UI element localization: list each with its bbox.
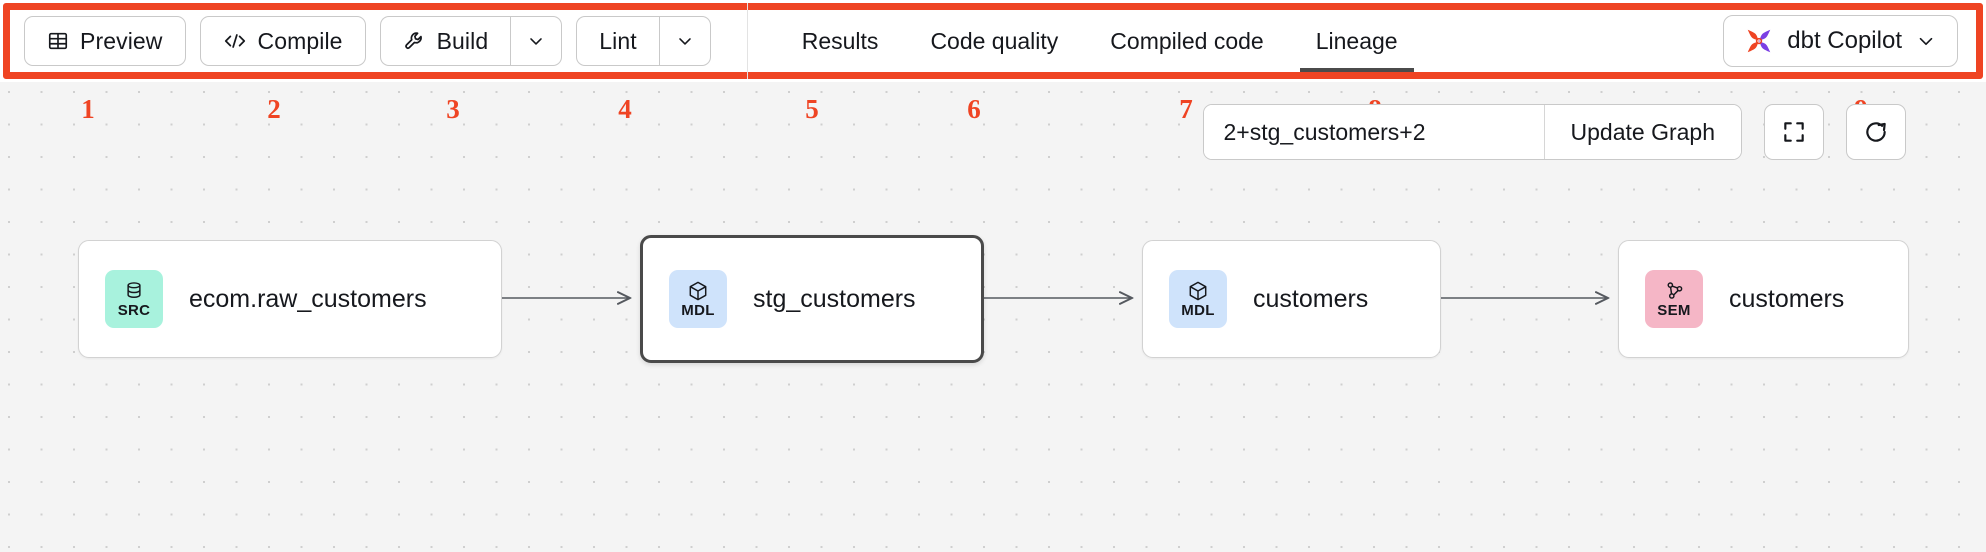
compile-button-label: Compile (257, 27, 343, 54)
refresh-graph-button[interactable] (1846, 104, 1906, 160)
lineage-node-customers-semantic-label: customers (1729, 284, 1845, 313)
toolbar-divider (746, 3, 748, 79)
annotation-number-4: 4 (618, 94, 632, 124)
lineage-node-customers-model[interactable]: MDL customers (1142, 240, 1441, 358)
chevron-down-icon (675, 31, 695, 51)
tab-code-quality-label: Code quality (930, 27, 1059, 54)
lint-dropdown-toggle[interactable] (658, 16, 711, 66)
badge-src-label: SRC (117, 302, 151, 319)
graph-controls: Update Graph (1202, 104, 1906, 160)
annotation-number-7: 7 (1179, 94, 1193, 124)
tab-results[interactable]: Results (776, 10, 905, 72)
compile-button[interactable]: Compile (199, 16, 366, 66)
badge-mdl: MDL (1169, 270, 1227, 328)
lineage-node-customers-model-label: customers (1253, 284, 1369, 313)
fit-view-button[interactable] (1764, 104, 1824, 160)
build-button-label: Build (436, 27, 489, 54)
lineage-node-stg-customers-label: stg_customers (753, 284, 916, 313)
code-brackets-icon (223, 31, 247, 51)
tab-results-label: Results (801, 27, 879, 54)
badge-mdl-label: MDL (1181, 302, 1215, 319)
lineage-node-raw-customers-label: ecom.raw_customers (189, 284, 427, 313)
annotation-number-6: 6 (967, 94, 981, 124)
badge-sem: SEM (1645, 270, 1703, 328)
tab-code-quality[interactable]: Code quality (904, 10, 1084, 72)
database-icon (123, 280, 145, 302)
chevron-down-icon (526, 31, 546, 51)
annotation-number-5: 5 (805, 94, 819, 124)
node-selector-group: Update Graph (1202, 104, 1742, 160)
table-icon (47, 30, 69, 52)
build-dropdown-toggle[interactable] (510, 16, 563, 66)
cube-icon (1187, 280, 1209, 302)
copilot-area: dbt Copilot (1723, 10, 1976, 72)
build-button[interactable]: Build (379, 16, 511, 66)
preview-button-label: Preview (80, 27, 163, 54)
chevron-down-icon (1915, 30, 1937, 52)
refresh-icon (1863, 119, 1889, 145)
dbt-copilot-label: dbt Copilot (1787, 27, 1902, 54)
annotation-number-1: 1 (81, 94, 95, 124)
tab-lineage-label: Lineage (1315, 27, 1398, 54)
badge-sem-label: SEM (1657, 302, 1691, 319)
tab-lineage[interactable]: Lineage (1290, 10, 1424, 72)
node-selector-input[interactable] (1203, 105, 1544, 159)
lineage-node-customers-semantic[interactable]: SEM customers (1618, 240, 1909, 358)
tab-compiled-code[interactable]: Compiled code (1084, 10, 1289, 72)
fullscreen-icon (1781, 119, 1807, 145)
toolbar-highlight-annotation: Preview Compile (3, 3, 1983, 79)
badge-src: SRC (105, 270, 163, 328)
preview-button[interactable]: Preview (24, 16, 186, 66)
update-graph-button[interactable]: Update Graph (1543, 105, 1741, 159)
lineage-canvas[interactable]: 1 2 3 4 5 6 7 8 9 Update Graph (0, 82, 1986, 552)
lint-split-button: Lint (576, 16, 711, 66)
annotation-number-3: 3 (446, 94, 460, 124)
top-toolbar: Preview Compile (10, 3, 1976, 79)
lint-button-label: Lint (599, 27, 637, 54)
tab-compiled-code-label: Compiled code (1110, 27, 1264, 54)
lineage-node-raw-customers[interactable]: SRC ecom.raw_customers (78, 240, 502, 358)
badge-mdl: MDL (669, 270, 727, 328)
semantic-graph-icon (1663, 280, 1685, 302)
dbt-copilot-button[interactable]: dbt Copilot (1723, 15, 1958, 67)
wrench-icon (403, 30, 426, 53)
build-split-button: Build (379, 16, 563, 66)
cube-icon (687, 280, 709, 302)
toolbar-actions: Preview Compile (10, 3, 748, 79)
lineage-node-stg-customers[interactable]: MDL stg_customers (640, 235, 984, 363)
badge-mdl-label: MDL (681, 302, 715, 319)
annotation-number-2: 2 (267, 94, 281, 124)
lint-button[interactable]: Lint (576, 16, 659, 66)
dbt-copilot-icon (1744, 26, 1774, 56)
panel-tabs: Results Code quality Compiled code Linea… (776, 10, 1424, 72)
